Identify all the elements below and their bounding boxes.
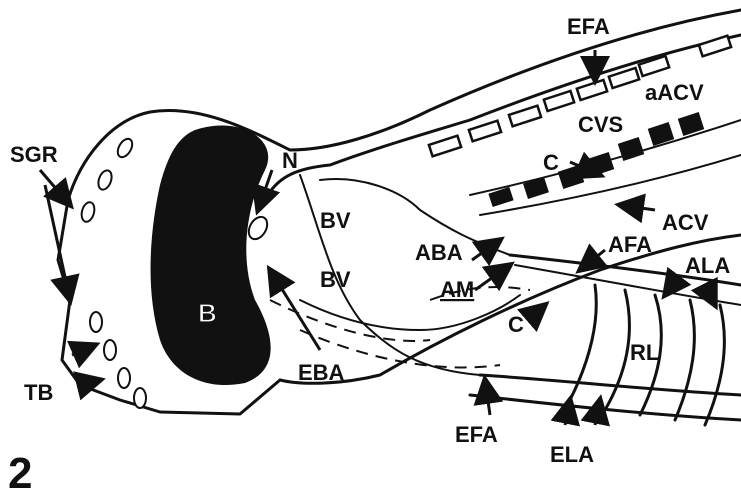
label-c-mid: C: [508, 312, 524, 337]
label-am: AM: [440, 277, 474, 302]
label-acv: ACV: [662, 210, 709, 235]
cartilage-b: [151, 126, 271, 386]
label-efa-bottom: EFA: [455, 422, 498, 447]
figure-number: 2: [8, 449, 32, 498]
label-b: B: [198, 298, 217, 328]
label-tb: TB: [24, 380, 53, 405]
label-bv-bottom: BV: [320, 267, 351, 292]
label-bv-top: BV: [320, 208, 351, 233]
label-ala: ALA: [685, 253, 730, 278]
label-eba: EBA: [298, 360, 345, 385]
label-cvs: CVS: [578, 112, 623, 137]
label-aacv: aACV: [645, 80, 704, 105]
label-aba: ABA: [415, 240, 463, 265]
label-ela: ELA: [550, 442, 594, 467]
label-sgr: SGR: [10, 142, 58, 167]
label-efa-top: EFA: [567, 14, 610, 39]
label-rl: RL: [630, 340, 659, 365]
label-c-top: C: [543, 150, 559, 175]
label-afa: AFA: [608, 232, 652, 257]
label-n: N: [282, 148, 298, 173]
